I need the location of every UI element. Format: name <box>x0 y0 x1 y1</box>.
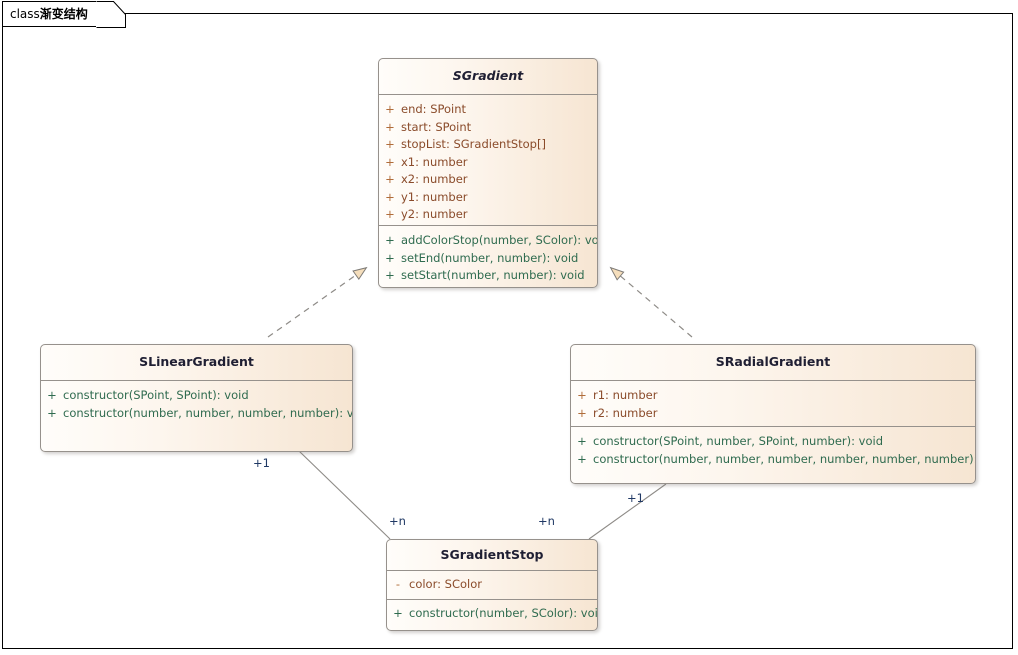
attribute-label: r2: number <box>593 405 658 420</box>
visibility-marker: + <box>385 119 395 134</box>
visibility-marker: + <box>47 405 57 420</box>
visibility-marker: + <box>385 154 395 169</box>
operation-row: + setEnd(number, number): void <box>379 250 597 268</box>
multiplicity-linear-one: +1 <box>253 456 270 470</box>
visibility-marker: + <box>47 388 57 402</box>
operation-row: + setStart(number, number): void <box>379 267 597 285</box>
attribute-row: + stopList: SGradientStop[] <box>379 136 597 154</box>
visibility-marker: + <box>385 172 395 186</box>
diagram-title-prefix: class <box>10 7 40 21</box>
visibility-marker: + <box>385 233 395 247</box>
operations-sgradient: + addColorStop(number, SColor): void + s… <box>379 226 597 287</box>
class-name-slineargradient: SLinearGradient <box>41 345 352 381</box>
attribute-row: + start: SPoint <box>379 119 597 137</box>
visibility-marker: + <box>385 250 395 265</box>
operation-label: setEnd(number, number): void <box>401 250 579 265</box>
class-box-sgradient[interactable]: SGradient + end: SPoint + start: SPoint … <box>378 58 598 288</box>
class-box-sradialgradient[interactable]: SRadialGradient + r1: number + r2: numbe… <box>570 344 976 484</box>
visibility-marker: + <box>385 137 395 151</box>
attributes-sgradient: + end: SPoint + start: SPoint + stopList… <box>379 95 597 226</box>
multiplicity-stop-from-radial: +n <box>538 514 555 528</box>
attribute-row: + x2: number <box>379 171 597 189</box>
class-name-sgradient: SGradient <box>379 59 597 95</box>
attribute-label: end: SPoint <box>401 102 467 116</box>
multiplicity-radial-one: +1 <box>627 491 644 505</box>
attribute-row: + r2: number <box>571 405 975 423</box>
attribute-label: y2: number <box>401 207 468 221</box>
operation-row: + constructor(number, number, number, nu… <box>41 405 352 423</box>
diagram-title-text: 渐变结构 <box>39 7 88 21</box>
operation-label: constructor(number, number, number, numb… <box>593 451 976 466</box>
operations-sgradientstop: + constructor(number, SColor): void <box>387 600 597 628</box>
operation-label: addColorStop(number, SColor): void <box>401 233 598 247</box>
attribute-label: x1: number <box>401 154 468 169</box>
operation-label: setStart(number, number): void <box>401 268 585 282</box>
class-name-sradialgradient: SRadialGradient <box>571 345 975 381</box>
diagram-title: class渐变结构 <box>10 5 88 22</box>
operation-row: + addColorStop(number, SColor): void <box>379 232 597 250</box>
operation-row: + constructor(number, number, number, nu… <box>571 451 975 469</box>
visibility-marker: - <box>395 577 401 591</box>
visibility-marker: + <box>393 606 403 620</box>
attribute-label: stopList: SGradientStop[] <box>401 137 546 151</box>
multiplicity-stop-from-linear: +n <box>389 514 406 528</box>
visibility-marker: + <box>577 405 587 420</box>
operation-label: constructor(number, number, number, numb… <box>63 405 353 420</box>
visibility-marker: + <box>577 388 587 402</box>
visibility-marker: + <box>385 189 395 204</box>
class-name-sgradientstop: SGradientStop <box>387 540 597 571</box>
operations-sradialgradient: + constructor(SPoint, number, SPoint, nu… <box>571 427 975 474</box>
attribute-row: + r1: number <box>571 387 975 405</box>
attribute-row: - color: SColor <box>387 576 597 594</box>
attribute-row: + x1: number <box>379 154 597 172</box>
attribute-label: r1: number <box>593 388 658 402</box>
operation-label: constructor(SPoint, SPoint): void <box>63 388 249 402</box>
visibility-marker: + <box>577 451 587 466</box>
operations-slineargradient: + constructor(SPoint, SPoint): void + co… <box>41 381 352 451</box>
class-box-slineargradient[interactable]: SLinearGradient + constructor(SPoint, SP… <box>40 344 353 452</box>
attributes-sradialgradient: + r1: number + r2: number <box>571 381 975 427</box>
visibility-marker: + <box>577 434 587 448</box>
class-box-sgradientstop[interactable]: SGradientStop - color: SColor + construc… <box>386 539 598 631</box>
operation-label: constructor(number, SColor): void <box>409 606 598 620</box>
diagram-frame <box>2 13 1013 649</box>
visibility-marker: + <box>385 102 395 116</box>
attribute-row: + y1: number <box>379 189 597 207</box>
attribute-label: color: SColor <box>409 577 482 591</box>
attribute-row: + end: SPoint <box>379 101 597 119</box>
diagram-title-tab-slant <box>96 1 126 28</box>
operation-row: + constructor(number, SColor): void <box>387 605 597 623</box>
attribute-label: start: SPoint <box>401 119 472 134</box>
operation-row: + constructor(SPoint, SPoint): void <box>41 387 352 405</box>
operation-row: + constructor(SPoint, number, SPoint, nu… <box>571 433 975 451</box>
operation-label: constructor(SPoint, number, SPoint, numb… <box>593 434 884 448</box>
attributes-sgradientstop: - color: SColor <box>387 571 597 600</box>
attribute-row: + y2: number <box>379 206 597 224</box>
attribute-label: y1: number <box>401 189 468 204</box>
visibility-marker: + <box>385 207 395 221</box>
attribute-label: x2: number <box>401 172 468 186</box>
visibility-marker: + <box>385 268 395 282</box>
